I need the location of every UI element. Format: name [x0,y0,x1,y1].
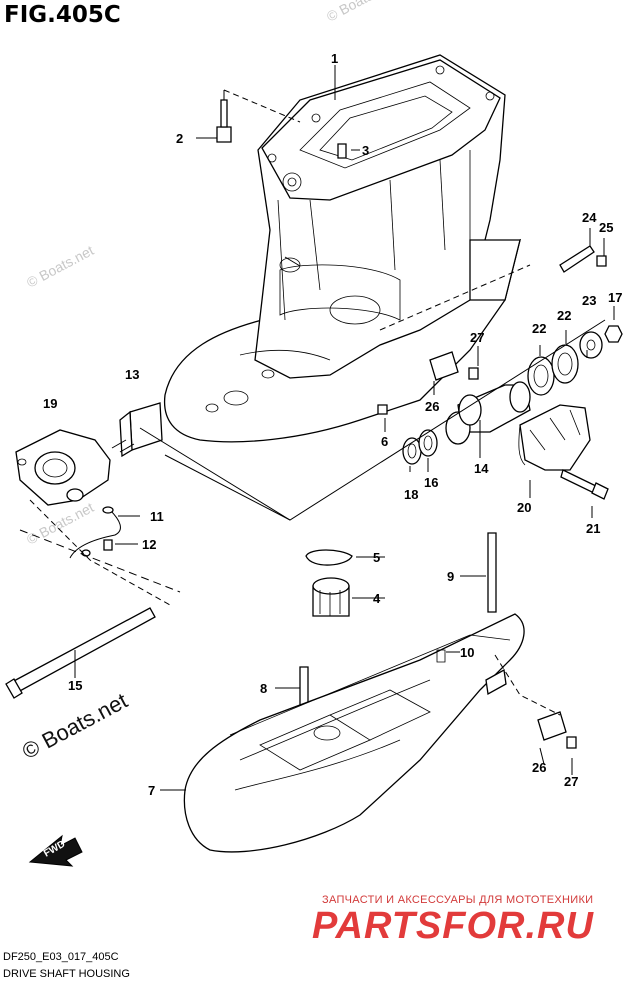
watermark: © Boats.net [24,499,96,548]
callout-22b: 22 [557,308,571,323]
diagram-code: DF250_E03_017_405C [3,951,119,963]
callout-26b: 26 [532,760,546,775]
watermark: © Boats.net [24,242,96,291]
callout-19: 19 [43,396,57,411]
callout-11: 11 [150,509,164,524]
callout-4: 4 [373,591,381,606]
pin-part-3 [337,143,347,159]
callout-27a: 27 [470,330,484,345]
callout-18: 18 [404,487,418,502]
drive-shaft-housing [163,54,521,443]
callout-17: 17 [608,290,622,305]
bracket-part-19 [15,429,111,506]
callout-26a: 26 [425,399,439,414]
wire-part-11 [69,506,121,559]
stud-part-9 [487,532,497,613]
forward-arrow-icon: FWD [28,834,83,867]
callout-3: 3 [362,143,369,158]
clamp-part-20 [518,404,591,471]
callout-16: 16 [424,475,438,490]
washer-part-23 [579,331,603,359]
callout-5: 5 [373,550,380,565]
screw-part-27 [468,367,479,380]
watermark: © Boats.net [324,0,396,25]
nut-part-17 [604,325,623,343]
callout-7: 7 [148,783,155,798]
washer-part-16 [418,429,438,457]
callout-12: 12 [142,537,156,552]
diagram-title: DRIVE SHAFT HOUSING [3,968,130,980]
callout-24: 24 [582,210,597,225]
callout-13: 13 [125,367,139,382]
bolt-part-21 [560,469,609,500]
figure-title: FIG.405C [4,2,121,28]
plate-part-26 [537,711,567,741]
callout-27b: 27 [564,774,578,789]
callout-14: 14 [474,461,489,476]
callout-23: 23 [582,293,596,308]
clip-part-5 [305,549,353,566]
advert-logo: PARTSFOR.RU [312,905,594,947]
leader-lines [19,65,615,791]
bushing-part-14 [445,381,531,445]
clip-part-24 [559,245,595,273]
callout-labels: 1 2 3 4 5 6 7 8 9 10 11 12 13 14 15 16 1… [43,51,622,798]
callout-10: 10 [460,645,474,660]
bushing-part-4 [312,577,350,617]
callout-20: 20 [517,500,531,515]
washer-part-22 [527,356,555,396]
callout-6: 6 [381,434,388,449]
screw-part-6 [377,404,388,415]
connector-part-13 [111,402,163,458]
callout-2: 2 [176,131,183,146]
callout-25: 25 [599,220,613,235]
callout-22a: 22 [532,321,546,336]
plate-part-26 [429,351,459,381]
callout-15: 15 [68,678,82,693]
lower-housing-part-7 [183,613,525,853]
screw-part-12 [103,539,113,551]
washer-part-18 [402,437,422,465]
bolt-part-2 [216,99,232,143]
callout-8: 8 [260,681,267,696]
callout-9: 9 [447,569,454,584]
screw-part-27 [566,736,577,749]
screw-part-25 [596,255,607,267]
callout-1: 1 [331,51,338,66]
advert-tagline: ЗАПЧАСТИ И АКСЕССУАРЫ ДЛЯ МОТОТЕХНИКИ [322,894,594,906]
long-stud-part-15 [5,607,156,699]
callout-21: 21 [586,521,600,536]
